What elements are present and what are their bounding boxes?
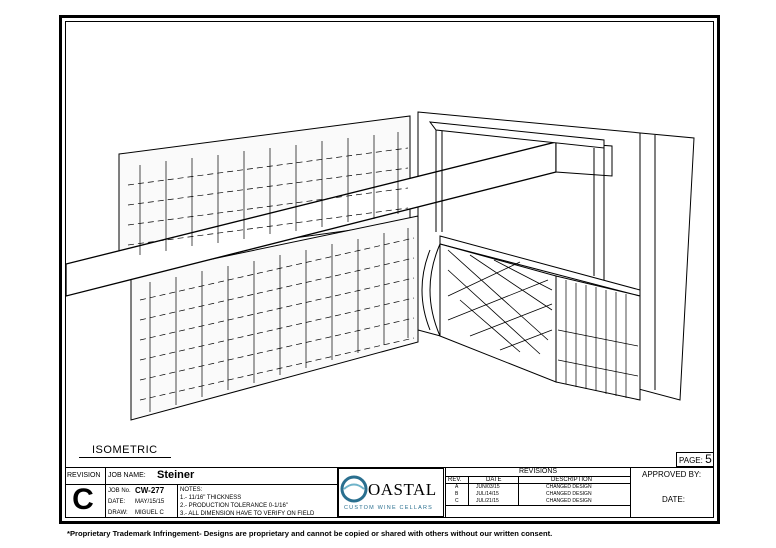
logo-tagline: CUSTOM WINE CELLARS [344,505,434,511]
job-no: CW-277 [135,486,165,495]
date-cell: JUN/03/15 [476,484,500,490]
rev-cell: B [455,491,459,497]
isometric-drawing [66,111,695,421]
divider [630,467,631,518]
approval-date-label: DATE: [662,495,685,504]
date-cell: JUL/21/15 [476,498,499,504]
logo-name: OASTAL [368,480,437,499]
proprietary-notice: *Proprietary Trademark Infringement- Des… [67,529,553,538]
description-header: DESCRIPTION [551,477,593,483]
divider [337,467,338,518]
divider [65,484,337,485]
job-name: Steiner [157,469,195,481]
diamond-lattice [447,249,553,355]
view-label-underline [79,457,171,458]
page-number: 5 [705,452,712,466]
page-label: PAGE: [679,456,703,465]
job-name-label: JOB NAME: [108,472,146,479]
date-cell: JUL/14/15 [476,491,499,497]
divider [518,476,519,505]
approved-by-label: APPROVED BY: [642,470,702,479]
date-header: DATE [486,477,502,483]
logo-mark [338,468,444,517]
rev-cell: C [455,498,459,504]
page-number-box: PAGE: 5 [676,452,714,467]
company-logo: OASTAL CUSTOM WINE CELLARS [338,468,444,517]
title-block [65,467,714,518]
back-wall-bottles [127,132,409,255]
note-3: 3.- ALL DIMENSION HAVE TO VERIFY ON FIEL… [180,511,315,517]
revisions-table: REVISIONS REV. DATE DESCRIPTION A JUN/03… [446,468,630,517]
note-1: 1.- 11/16" THICKNESS [180,495,242,501]
drawing-frame-outer [59,15,720,524]
divider [177,484,178,518]
vertical-rack-slats [557,280,639,398]
date-value: MAY/15/15 [135,499,165,505]
notes-label: NOTES: [180,487,203,493]
rev-cell: A [455,484,459,490]
description-cell: CHANGED DESIGN [546,498,592,504]
divider [445,467,446,518]
drawn-by: MIGUEL C [135,510,164,516]
note-2: 2.- PRODUCTION TOLERANCE 0-1/16" [180,503,288,509]
revisions-title: REVISIONS [518,468,558,475]
revision-label: REVISION [67,472,101,479]
front-wall-panel [130,215,419,421]
divider [468,476,469,505]
description-cell: CHANGED DESIGN [546,491,592,497]
description-cell: CHANGED DESIGN [546,484,592,490]
divider [446,476,630,477]
view-label: ISOMETRIC [92,444,158,456]
divider [446,483,630,484]
divider [105,467,106,518]
divider [446,505,630,506]
revision-letter: C [72,483,94,516]
front-wall-bottles [139,228,415,412]
job-no-label: JOB No. [108,488,131,494]
draw-label: DRAW: [108,510,128,516]
date-label: DATE: [108,499,126,505]
rev-header: REV. [448,477,462,483]
